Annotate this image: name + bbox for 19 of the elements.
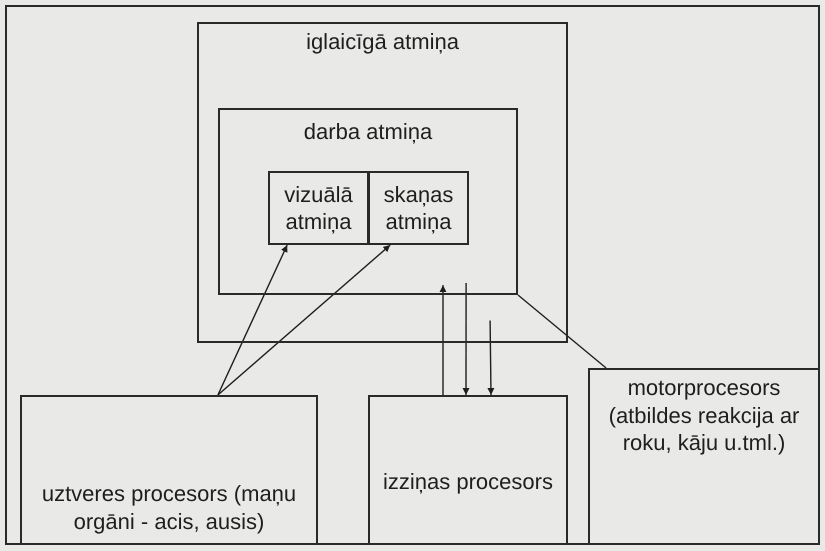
box-label: iglaicīgā atmiņa — [305, 28, 460, 56]
memory-box — [197, 22, 568, 343]
arrow — [487, 320, 494, 395]
arrow — [440, 285, 446, 395]
memory-box — [588, 368, 820, 545]
box-label: vizuālā atmiņa — [283, 180, 354, 236]
arrow — [462, 283, 470, 395]
arrow — [217, 244, 288, 396]
memory-box — [368, 171, 469, 245]
box-label: izziņas procesors — [382, 468, 554, 496]
arrow — [217, 244, 391, 396]
box-label: uztveres procesors (maņu orgāni - acis, ausis) — [40, 480, 298, 535]
box-label: darba atmiņa — [302, 118, 434, 146]
memory-box — [268, 171, 369, 245]
memory-box — [20, 395, 318, 545]
memory-box — [368, 395, 568, 545]
box-label: skaņas atmiņa — [382, 180, 454, 236]
memory-box — [218, 108, 518, 295]
box-label: motorprocesors (atbildes reakcija ar roku, kāju u.tml.) — [608, 374, 800, 456]
